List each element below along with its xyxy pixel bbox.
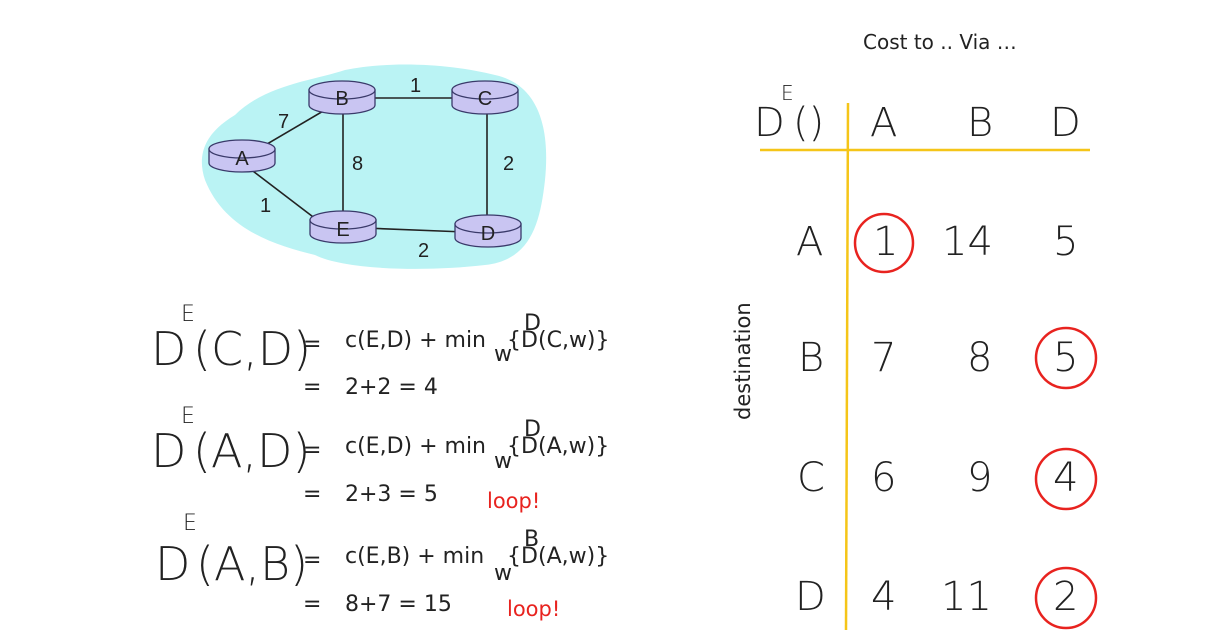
edge-e-d [364,227,466,233]
table-corner-D: D [754,100,785,146]
via-header-b: B [967,100,994,146]
cell-d-via-d: 2 [1053,574,1079,620]
via-header-d: D [1050,100,1081,146]
table-column-rule [844,102,850,631]
cost-e-d: 2 [418,240,429,262]
eq2-D: D [151,424,187,478]
edge-a-e [244,164,326,227]
eq1-rhs2: 2+2 = 4 [345,375,438,400]
cell-a-via-b: 14 [942,219,993,265]
table-corner-paren: () [793,100,825,146]
eq2-superscript: E [181,404,195,429]
cell-a-via-a: 1 [873,219,899,265]
eq3-D: D [155,537,191,591]
row-dest-c: C [797,455,825,501]
eq2-rhs1: c(E,D) + min [345,434,487,459]
eq3-rhs1: c(E,B) + min [345,544,485,569]
router-e-label: E [336,219,349,241]
min-circle-c [1034,447,1098,511]
eq1-args: (C,D) [193,322,312,376]
eq1-rhs1: c(E,D) + min [345,328,487,353]
network-cloud [201,64,547,269]
eq3-equals-2: = [303,592,322,617]
cost-c-d: 2 [503,153,514,175]
eq2-loop-note: loop! [487,489,541,513]
min-circle-d [1034,566,1098,630]
cell-d-via-a: 4 [871,574,897,620]
cell-c-via-a: 6 [871,455,897,501]
router-b: B [308,80,376,115]
router-a: A [208,139,276,173]
cost-a-b: 7 [278,111,289,133]
table-title: Cost to .. Via … [863,30,1017,54]
eq2-sub: w [494,449,512,474]
eq1-D: D [151,322,187,376]
cost-b-c: 1 [410,75,421,97]
cell-b-via-d: 5 [1053,335,1079,381]
router-d: D [454,214,522,248]
row-dest-b: B [798,335,825,381]
eq3-brace: {D [507,544,538,569]
eq1-equals-1: = [303,332,322,357]
eq2-brace: {D [507,434,538,459]
table-corner-superscript: E [781,81,794,105]
eq1-sub: w [494,342,512,367]
eq1-super2: D [524,311,541,336]
eq3-sub: w [494,561,512,586]
eq1-rhs1-post: (C,w)} [538,328,610,353]
row-dest-a: A [796,219,824,265]
row-dest-d: D [795,574,826,620]
router-e: E [309,210,377,244]
eq1-equals-2: = [303,375,322,400]
via-header-a: A [870,100,898,146]
min-circle-b [1034,326,1098,390]
cost-b-e: 8 [352,153,363,175]
eq3-super2: B [524,527,540,552]
network-graph: B C A E D 7 1 8 2 1 2 [195,60,555,279]
cell-c-via-d: 4 [1053,455,1079,501]
min-circle-a [853,212,915,274]
cell-a-via-d: 5 [1053,219,1079,265]
network-graph-svg: B C A E D 7 1 8 2 1 2 [201,64,547,269]
eq3-rhs2: 8+7 = 15 [345,592,452,617]
eq3-loop-note: loop! [507,597,561,621]
cell-d-via-b: 11 [941,574,992,620]
eq3-superscript: E [183,511,197,536]
router-b-label: B [335,88,348,110]
eq3-rhs1-post: (A,w)} [538,544,610,569]
router-c: C [451,80,519,115]
eq1-brace: {D [507,328,538,353]
eq3-args: (A,B) [196,537,309,591]
eq2-rhs2: 2+3 = 5 [345,482,438,507]
cell-b-via-b: 8 [967,335,993,381]
router-a-label: A [235,148,249,170]
eq2-super2: D [524,417,541,442]
cell-c-via-b: 9 [967,455,993,501]
router-d-label: D [481,223,495,245]
eq2-equals-2: = [303,482,322,507]
cost-a-e: 1 [260,195,271,217]
eq3-equals-1: = [303,548,322,573]
eq2-args: (A,D) [193,424,311,478]
eq2-rhs1-post: (A,w)} [538,434,610,459]
cell-b-via-a: 7 [871,335,897,381]
eq1-superscript: E [181,302,195,327]
eq2-equals-1: = [303,438,322,463]
router-c-label: C [478,88,492,110]
